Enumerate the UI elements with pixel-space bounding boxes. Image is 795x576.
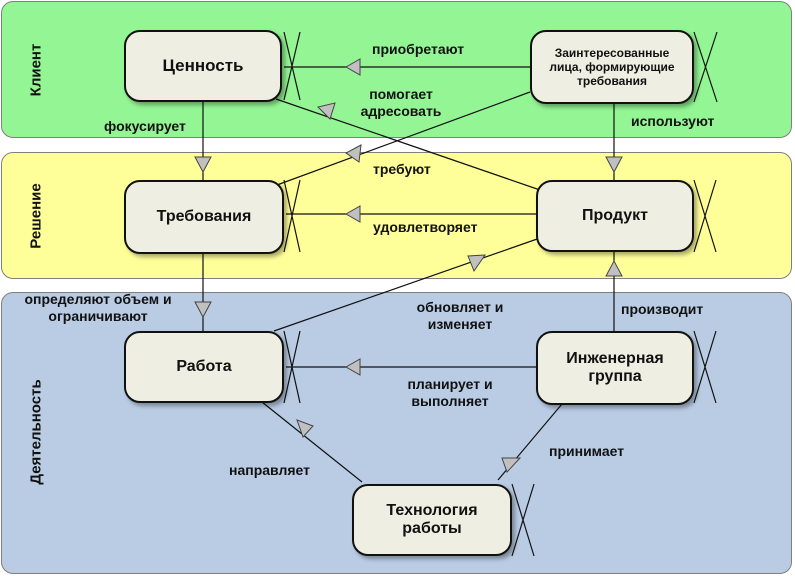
arrowhead-updates (467, 254, 486, 273)
arrowhead-plans (344, 358, 361, 376)
node-product-label: Продукт (582, 207, 648, 224)
node-mark-product (693, 179, 717, 253)
node-engineering-team-label: Инженерная группа (566, 350, 664, 385)
edge-label-require: требуют (373, 161, 431, 177)
node-product[interactable]: Продукт (536, 180, 694, 252)
node-mark-work (283, 330, 301, 404)
node-value[interactable]: Ценность (124, 30, 282, 102)
node-stakeholders[interactable]: Заинтересованные лица, формирующие требо… (530, 30, 694, 104)
edge-label-produces: производит (621, 301, 704, 317)
edge-label-plans-executes: планирует и выполняет (407, 376, 493, 409)
node-requirements[interactable]: Требования (124, 180, 284, 254)
edge-require-line (276, 91, 531, 186)
arrowhead-require (345, 144, 362, 163)
node-mark-engineering (693, 330, 717, 404)
node-requirements-label: Требования (156, 208, 252, 225)
arrowhead-guides (296, 419, 314, 438)
edge-label-updates-changes: обновляет и изменяет (416, 299, 504, 332)
node-work-technology[interactable]: Технология работы (352, 484, 512, 556)
node-work-technology-label: Технология работы (386, 502, 478, 537)
edge-guides-line (261, 401, 363, 483)
arrowhead-use (605, 156, 623, 174)
edge-label-help-address: помогает адресовать (360, 86, 442, 119)
edge-label-use: используют (631, 113, 715, 129)
edge-label-define-scope: определяют объем и ограничивают (24, 291, 172, 324)
arrowhead-help-address (317, 102, 336, 120)
node-mark-requirements (283, 179, 301, 253)
edge-label-accepts: принимает (549, 443, 625, 459)
arrowhead-acquire (344, 58, 361, 76)
node-mark-value (283, 31, 301, 101)
edge-updates-line (273, 237, 541, 332)
edge-label-satisfies: удовлетворяет (373, 219, 478, 235)
node-value-label: Ценность (162, 56, 244, 75)
edge-label-acquire: приобретают (372, 41, 465, 57)
edge-label-guides: направляет (229, 462, 310, 478)
arrowhead-satisfies (344, 205, 361, 223)
node-work-label: Работа (176, 358, 232, 375)
arrowhead-define-scope (194, 301, 212, 319)
arrowhead-focuses (194, 156, 212, 174)
node-mark-stakeholders (693, 31, 718, 103)
node-work[interactable]: Работа (124, 331, 284, 403)
node-mark-technology (511, 483, 535, 557)
edge-label-focuses: фокусирует (104, 118, 186, 134)
edge-help-address-line (275, 98, 541, 191)
arrowhead-produces (605, 259, 623, 277)
arrowhead-accepts (501, 457, 522, 473)
node-engineering-team[interactable]: Инженерная группа (536, 331, 694, 405)
node-stakeholders-label: Заинтересованные лица, формирующие требо… (549, 46, 675, 88)
